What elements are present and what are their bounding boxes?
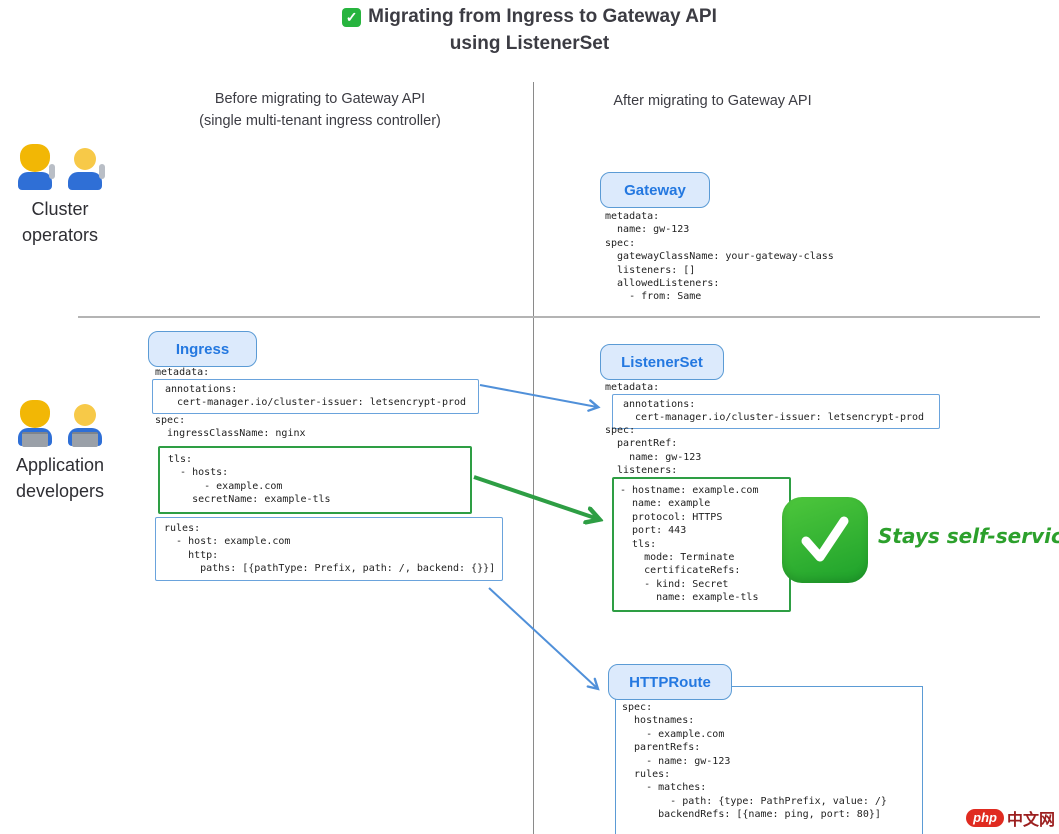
check-glyph [801,516,849,562]
arrow-tls-migration [473,475,598,519]
application-developers-icons [2,400,118,448]
php-badge: php [966,809,1004,827]
arrow-rules-migration [488,587,600,691]
column-header-before-line2: (single multi-tenant ingress controller) [199,113,441,129]
cluster-operators-group: Cluster operators [2,144,118,248]
page-subtitle: using ListenerSet [449,33,610,54]
ingress-spec-block: spec: ingressClassName: nginx [155,415,306,440]
woman-mechanic-icon [14,144,56,192]
cluster-operators-icons [2,144,118,192]
httproute-box [615,686,923,834]
column-header-before-line1: Before migrating to Gateway API [214,91,426,107]
watermark-cn-text: 中文网 [1006,812,1055,829]
woman-technologist-icon [14,400,56,448]
ingress-tls-box: tls: - hosts: - example.com secretName: … [158,446,472,514]
column-header-before: Before migrating to Gateway API (single … [150,88,490,132]
ingress-rules-box: rules: - host: example.com http: paths: … [155,517,503,581]
man-mechanic-icon [64,146,106,192]
person-head [20,144,50,172]
listenerset-annotations-box: annotations: cert-manager.io/cluster-iss… [612,394,940,429]
laptop-icon [22,432,48,447]
column-header-after: After migrating to Gateway API [613,93,812,109]
wrench-icon [49,164,55,179]
person-head [74,148,96,170]
listenerset-metadata-line: metadata: [605,382,660,393]
httproute-label: HTTPRoute [608,664,732,700]
laptop-icon [72,432,98,447]
application-developers-label: Application developers [15,455,105,501]
application-developers-group: Application developers [2,400,118,504]
listenerset-listeners-box: - hostname: example.com name: example pr… [612,477,791,612]
title-block: ✓ Migrating from Ingress to Gateway API … [0,6,1059,55]
page-title: Migrating from Ingress to Gateway API [368,6,717,27]
ingress-annotations-box: annotations: cert-manager.io/cluster-iss… [152,379,479,414]
cluster-operators-label: Cluster operators [21,199,99,245]
man-technologist-icon [64,402,106,448]
person-body [68,172,102,190]
divider-horizontal [78,316,1040,318]
person-body [18,172,52,190]
listenerset-spec-block: spec: parentRef: name: gw-123 listeners: [605,425,702,477]
check-emoji-icon: ✓ [342,7,362,27]
person-head [74,404,96,426]
wrench-icon [99,164,105,179]
ingress-label: Ingress [148,331,257,367]
divider-vertical [533,82,534,834]
gateway-label: Gateway [600,172,710,208]
check-mark-emoji-icon [782,497,868,583]
ingress-metadata-line: metadata: [155,367,210,378]
gateway-yaml: metadata: name: gw-123 spec: gatewayClas… [605,211,834,303]
arrow-annotations-migration [479,384,601,412]
listenerset-label: ListenerSet [600,344,724,380]
httproute-yaml: spec: hostnames: - example.com parentRef… [622,702,887,821]
watermark-php-logo: php 中文网 [966,806,1055,830]
stays-self-service-note: Stays self-service [878,524,1059,548]
person-head [20,400,50,428]
